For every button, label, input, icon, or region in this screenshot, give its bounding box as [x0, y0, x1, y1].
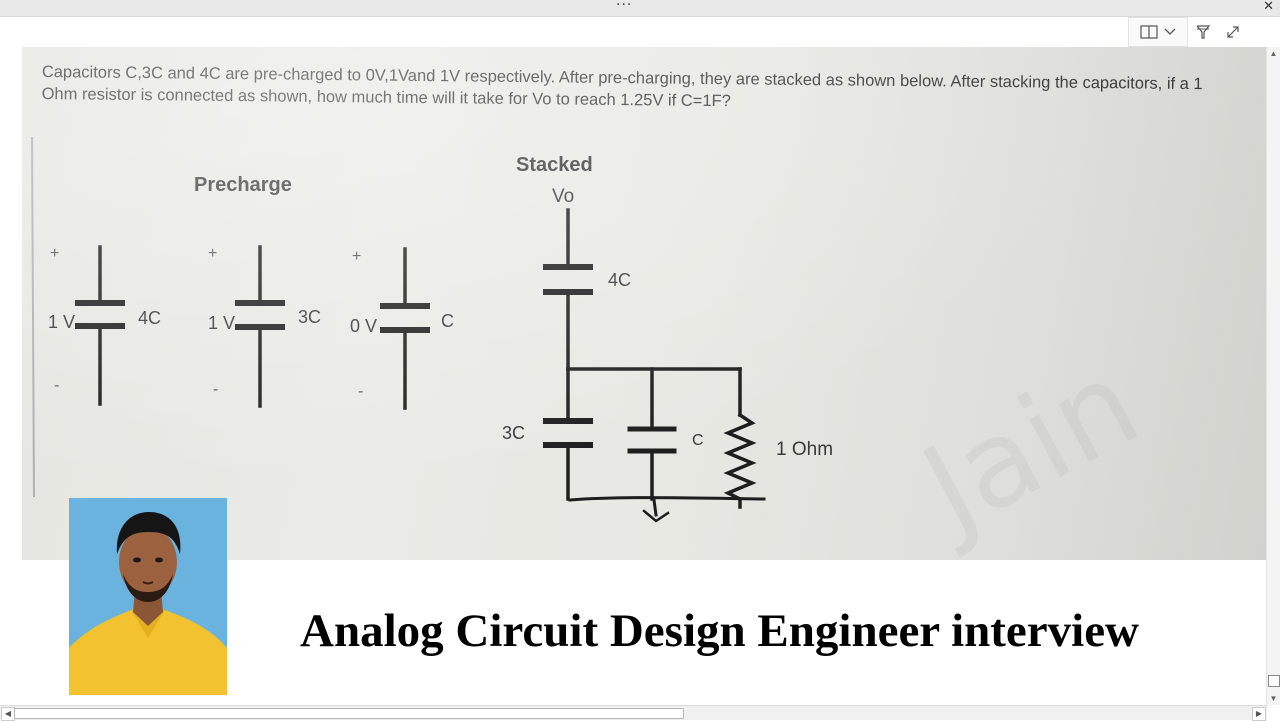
- stack-3c-label: 3C: [502, 423, 526, 443]
- ground-wire: [568, 496, 766, 502]
- scroll-left-arrow-icon[interactable]: ◀: [1, 707, 15, 721]
- funnel-icon: [1196, 25, 1210, 39]
- scroll-up-arrow-icon[interactable]: ▲: [1269, 49, 1278, 58]
- filter-button[interactable]: [1188, 18, 1218, 46]
- cap2-label: 3C: [298, 307, 322, 327]
- stacked-resistor: [723, 367, 757, 509]
- stack-4c-label: 4C: [608, 270, 632, 290]
- expand-button[interactable]: [1218, 18, 1248, 46]
- expand-diagonal-icon: [1227, 26, 1239, 38]
- minus-sign-3: -: [358, 383, 364, 400]
- cap1-voltage: 1 V: [48, 312, 76, 332]
- book-view-icon: [1140, 25, 1158, 39]
- cap2-voltage: 1 V: [208, 313, 236, 333]
- view-mode-button[interactable]: [1128, 17, 1188, 47]
- cap3-voltage: 0 V: [350, 316, 378, 336]
- resistor-label: 1 Ohm: [776, 439, 834, 460]
- more-menu-icon[interactable]: ···: [616, 0, 633, 13]
- plus-sign-3: +: [352, 248, 362, 265]
- chevron-down-icon: [1164, 28, 1176, 35]
- document-photo: Jain Capacitors C,3C and 4C are pre-char…: [22, 47, 1267, 560]
- video-headline: Analog Circuit Design Engineer interview: [300, 605, 1140, 657]
- close-icon[interactable]: ✕: [1263, 0, 1274, 14]
- horizontal-scroll-thumb[interactable]: [14, 708, 684, 719]
- plus-sign-1: +: [50, 245, 60, 262]
- plus-sign-2: +: [208, 245, 218, 262]
- minus-sign-1: -: [54, 377, 60, 394]
- vo-label: Vo: [552, 186, 575, 207]
- stacked-capacitor-c: [627, 367, 677, 501]
- ground-arrow: [642, 509, 670, 523]
- horizontal-scrollbar[interactable]: ◀ ▶: [0, 705, 1267, 721]
- scroll-down-arrow-icon[interactable]: ▼: [1269, 694, 1278, 703]
- stack-c-label: C: [692, 432, 704, 449]
- precharge-title: Precharge: [194, 174, 292, 196]
- stacked-capacitor-3c: [543, 367, 593, 501]
- cap3-label: C: [441, 311, 454, 331]
- circuit-diagram: [31, 136, 766, 523]
- precharge-capacitor-4c: [75, 245, 125, 406]
- stacked-title: Stacked: [516, 154, 593, 176]
- minus-sign-2: -: [213, 381, 219, 398]
- vertical-scrollbar[interactable]: ▲ ▼: [1266, 47, 1280, 705]
- cap1-label: 4C: [138, 308, 162, 328]
- stacked-capacitor-4c: [543, 208, 593, 371]
- precharge-capacitor-c: [380, 247, 430, 410]
- presenter-photo: [69, 498, 227, 695]
- viewer-toolbar: [1128, 17, 1248, 47]
- precharge-capacitor-3c: [235, 245, 285, 408]
- window-title-bar: ··· ✕: [0, 0, 1280, 17]
- scroll-corner-box[interactable]: [1268, 675, 1280, 687]
- scroll-right-arrow-icon[interactable]: ▶: [1252, 707, 1266, 721]
